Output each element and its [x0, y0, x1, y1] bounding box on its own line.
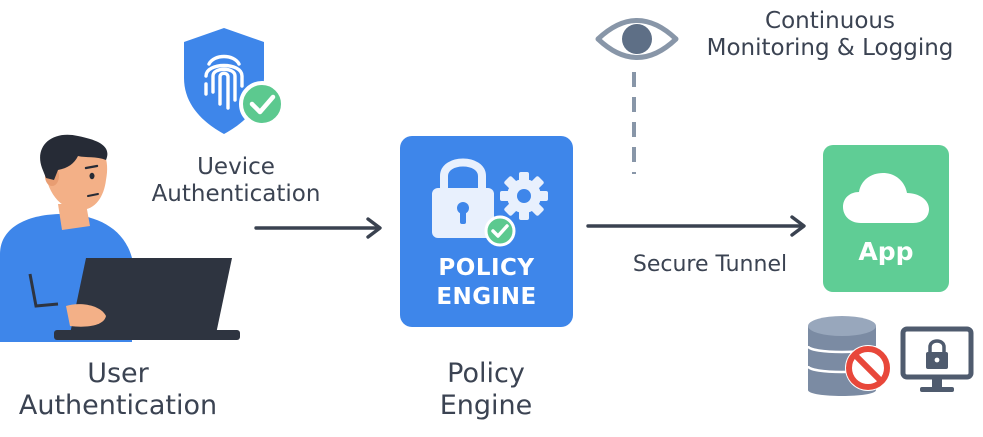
policy-engine-label-line2: Engine [439, 389, 533, 421]
user-auth-label: User Authentication [10, 358, 226, 422]
monitor-lock-icon [900, 326, 974, 392]
monitoring-label-line2: Monitoring & Logging [706, 35, 954, 62]
cloud-icon [843, 173, 929, 223]
device-auth-label: Uevice Authentication [136, 154, 336, 208]
monitoring-dashed-line [632, 72, 636, 174]
arrow-to-policy-engine [254, 217, 382, 239]
policy-engine-box: POLICY ENGINE [400, 136, 573, 327]
check-badge-icon [484, 215, 516, 247]
user-auth-label-line1: User [87, 358, 149, 389]
gear-icon [500, 172, 548, 220]
eye-icon [595, 18, 679, 60]
block-icon [845, 345, 891, 391]
padlock-icon [432, 158, 494, 238]
user-auth-label-line2: Authentication [18, 389, 218, 421]
check-badge-icon [239, 81, 285, 127]
policy-box-line2: ENGINE [436, 283, 537, 310]
app-label: App [858, 237, 914, 266]
policy-box-line1: POLICY [438, 255, 535, 281]
user-at-laptop-icon [0, 134, 240, 342]
monitoring-label-line1: Continuous [765, 8, 895, 34]
device-auth-label-line2: Authentication [151, 181, 321, 208]
policy-engine-label: Policy Engine [396, 358, 576, 422]
app-box: App [823, 145, 949, 292]
fingerprint-shield-icon [184, 28, 285, 134]
arrow-to-app [586, 215, 806, 237]
monitoring-label: Continuous Monitoring & Logging [690, 8, 970, 62]
secure-tunnel-label: Secure Tunnel [632, 252, 788, 277]
policy-engine-box-title: POLICY ENGINE [400, 254, 573, 312]
device-auth-label-line1: Uevice [197, 154, 275, 180]
policy-engine-label-line1: Policy [447, 358, 525, 389]
